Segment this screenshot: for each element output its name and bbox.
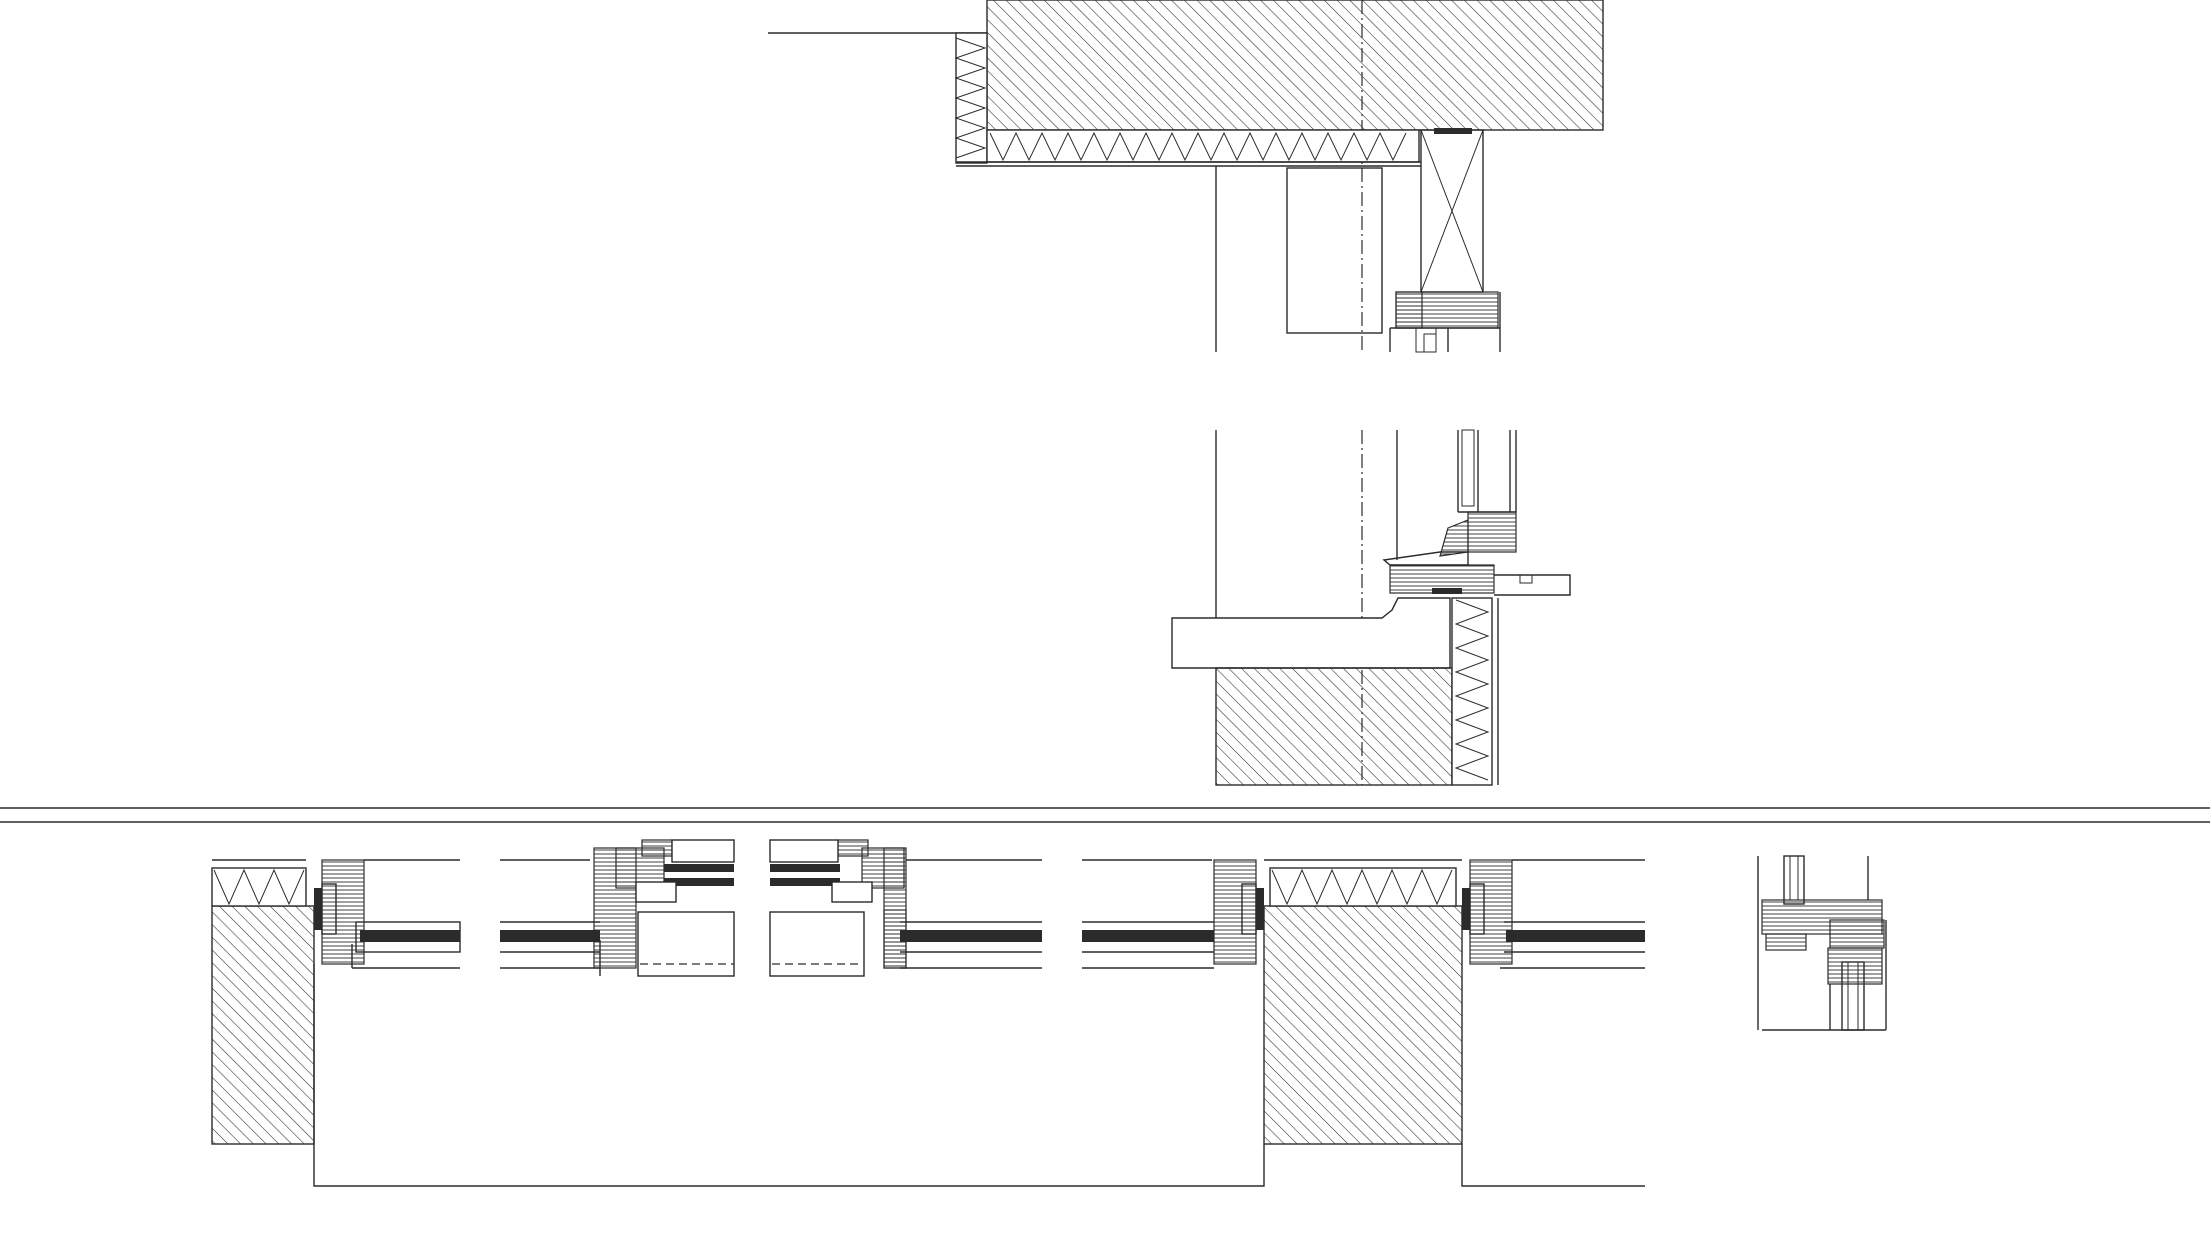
interior-sill-board [1171, 597, 1451, 669]
plan-section [211, 839, 1645, 1187]
head-section [768, 0, 1604, 353]
sill-sash-stiles [1457, 429, 1517, 513]
middle-pier-insulation [1269, 867, 1457, 907]
middle-pier [1263, 905, 1463, 1145]
left-pier [211, 905, 315, 1145]
center-mullion [593, 839, 907, 977]
timber-packer [1420, 128, 1484, 293]
glazing-left [500, 859, 600, 969]
head-frame [1389, 291, 1501, 353]
frame-right [1213, 859, 1264, 965]
sill-exterior-insulation [1451, 597, 1493, 786]
plan-interior-outline-right [1461, 1144, 1645, 1187]
jamb-detail [1757, 855, 1887, 1031]
soffit-insulation [986, 129, 1420, 163]
vertical-insulation [954, 32, 988, 164]
glazing-right [900, 859, 1042, 969]
concrete-lintel [986, 0, 1604, 131]
sill-wall [1215, 667, 1453, 786]
sill-section [1171, 429, 1571, 786]
sill-bottom-rail [1382, 511, 1571, 596]
left-pier-insulation [211, 867, 307, 907]
frame-left [314, 859, 461, 969]
blind-box [1286, 167, 1383, 334]
glazing-right-2 [1082, 859, 1214, 969]
frame-second-left [1462, 859, 1645, 969]
plan-interior-outline [313, 964, 1265, 1187]
